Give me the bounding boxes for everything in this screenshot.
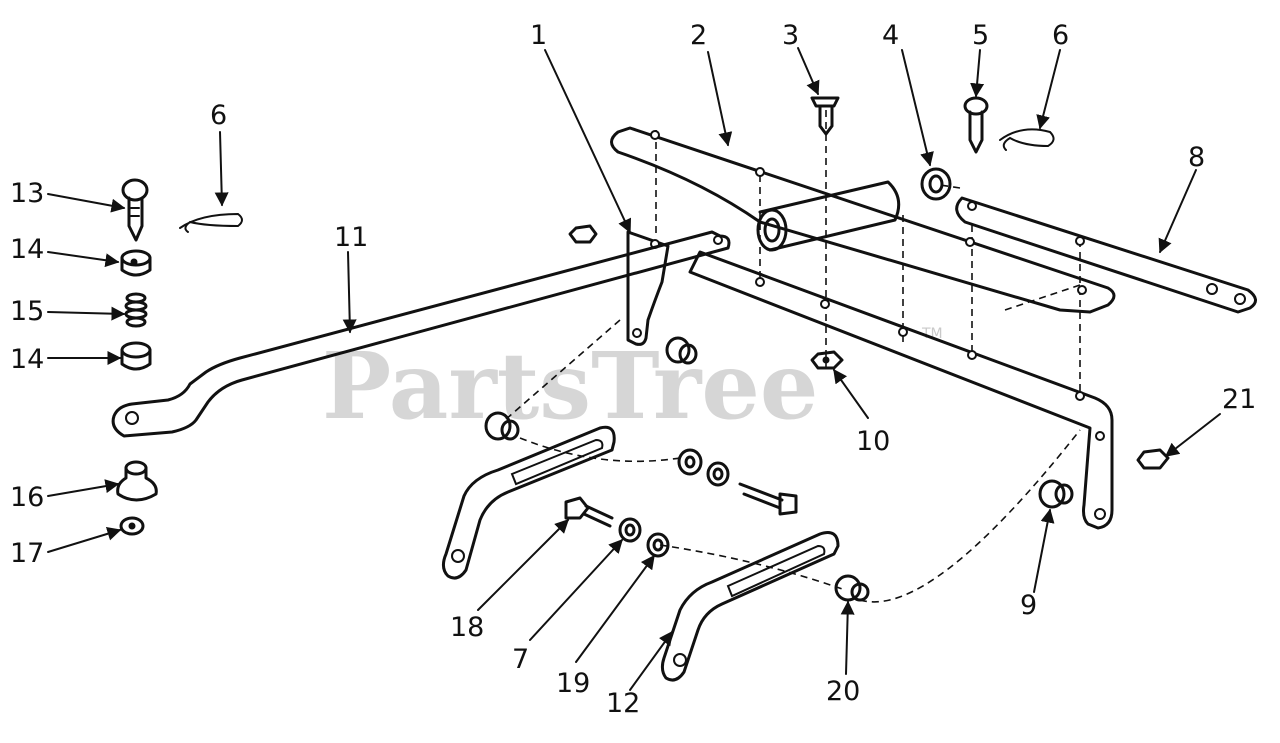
callout-20: 20 bbox=[826, 676, 860, 707]
callout-2: 2 bbox=[690, 20, 707, 51]
link-rod bbox=[111, 230, 731, 438]
hairpin-clip-right bbox=[999, 128, 1055, 151]
spacer-14-top bbox=[120, 249, 152, 277]
nut-small bbox=[568, 224, 598, 244]
callout-14-bottom: 14 bbox=[10, 344, 44, 375]
callout-15: 15 bbox=[10, 296, 44, 327]
nut-17 bbox=[119, 516, 145, 536]
callout-labels: 1 2 3 4 5 6 6 8 13 14 15 14 11 10 21 16 … bbox=[10, 20, 1256, 719]
hex-bolt-18 bbox=[564, 496, 614, 528]
callout-4: 4 bbox=[882, 20, 899, 51]
nut-21 bbox=[1136, 448, 1170, 470]
callout-13: 13 bbox=[10, 178, 44, 209]
watermark-text: PartsTree bbox=[322, 332, 818, 440]
washer-19 bbox=[646, 532, 670, 558]
bushing-9 bbox=[1038, 479, 1074, 509]
callout-14-top: 14 bbox=[10, 234, 44, 265]
washer-7 bbox=[618, 517, 642, 543]
hex-bolt-upper bbox=[738, 482, 798, 516]
frame-bracket bbox=[688, 250, 1114, 530]
hairpin-clip-left bbox=[179, 212, 243, 233]
callout-16: 16 bbox=[10, 482, 44, 513]
nut-10 bbox=[810, 350, 844, 370]
washer-4 bbox=[920, 167, 952, 201]
callout-6-left: 6 bbox=[210, 100, 227, 131]
lift-arm-lower bbox=[660, 531, 840, 682]
callout-9: 9 bbox=[1020, 590, 1037, 621]
washers-upper-arm bbox=[677, 448, 730, 487]
lift-arm-upper bbox=[441, 425, 616, 580]
callout-21: 21 bbox=[1222, 384, 1256, 415]
bushing-arm-upper bbox=[484, 411, 520, 441]
watermark-tm: TM bbox=[921, 326, 943, 342]
bolt-3 bbox=[810, 96, 840, 136]
callout-3: 3 bbox=[782, 20, 799, 51]
callout-10: 10 bbox=[856, 426, 890, 457]
pin-13 bbox=[121, 178, 149, 242]
bushing-16 bbox=[116, 460, 158, 502]
callout-11: 11 bbox=[334, 222, 368, 253]
mounting-plate bbox=[610, 126, 1116, 314]
callout-17: 17 bbox=[10, 538, 44, 569]
callout-7: 7 bbox=[512, 644, 529, 675]
callout-18: 18 bbox=[450, 612, 484, 643]
pin-5 bbox=[963, 96, 989, 154]
pivot-tube bbox=[756, 180, 901, 252]
callout-6-right: 6 bbox=[1052, 20, 1069, 51]
callout-19: 19 bbox=[556, 668, 590, 699]
flat-bar bbox=[955, 196, 1257, 314]
leader-lines bbox=[47, 47, 1221, 691]
spring-15 bbox=[124, 292, 148, 328]
bushing-20 bbox=[834, 574, 870, 602]
callout-5: 5 bbox=[972, 20, 989, 51]
callout-12: 12 bbox=[606, 688, 640, 719]
callout-1: 1 bbox=[530, 20, 547, 51]
watermark: PartsTree TM bbox=[322, 326, 943, 440]
spacer-14-bottom bbox=[120, 341, 152, 371]
callout-8: 8 bbox=[1188, 142, 1205, 173]
bushing-bracket bbox=[665, 336, 698, 365]
